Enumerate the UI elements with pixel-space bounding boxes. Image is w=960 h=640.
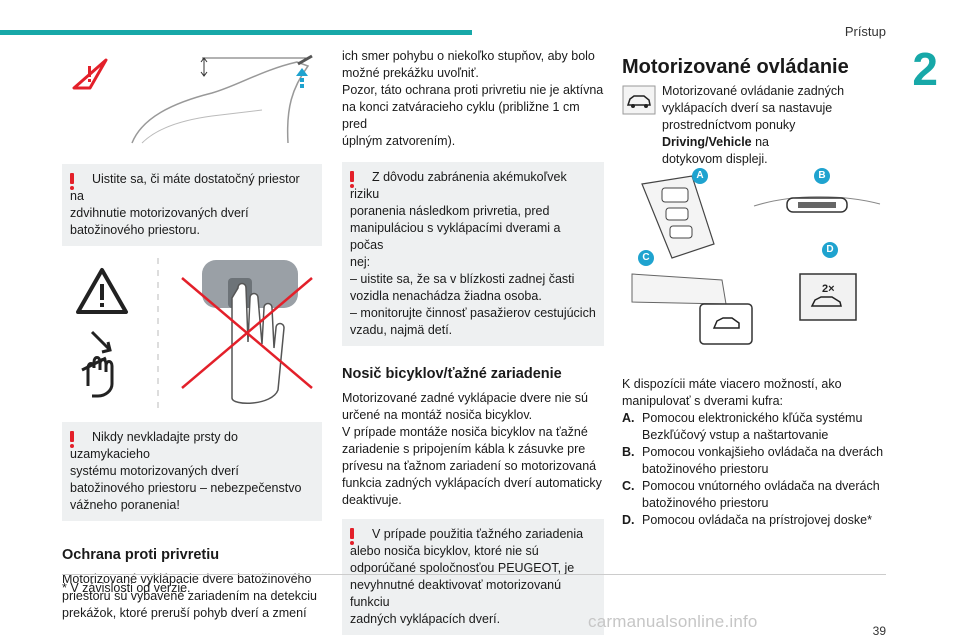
bike-carrier-text: Motorizované zadné vyklápacie dvere nie …: [342, 391, 602, 507]
finger-pinch-warning-illustration: [76, 258, 313, 408]
warning-triangle-icon: [72, 58, 108, 90]
dashboard-switch-illustration: 2×: [799, 273, 857, 321]
page-number: 39: [872, 624, 886, 638]
warning-pinch: Nikdy nevkladajte prsty do uzamykacieho …: [62, 422, 322, 521]
warning-clearance: Uistite sa, či máte dostatočný priestor …: [62, 164, 322, 246]
option-b: B.Pomocou vonkajšieho ovládača na dverác…: [622, 445, 884, 476]
exclamation-icon: [70, 173, 74, 190]
tailgate-menu-icon: [622, 85, 656, 115]
footnote: * V závislosti od verzie.: [62, 581, 191, 595]
column-right: Motorizované ovládanie Motorizované ovlá…: [622, 48, 884, 529]
options-list: A.Pomocou elektronického kľúča systému B…: [622, 410, 884, 529]
exclamation-icon: [350, 528, 354, 545]
warning-triangle-icon: [76, 268, 128, 314]
exterior-switch-illustration: [753, 196, 881, 213]
control-locations-diagram: 2×: [631, 175, 881, 345]
watermark: carmanualsonline.info: [588, 612, 758, 631]
heading-anti-pinch: Ochrana proti privretiu: [62, 547, 220, 563]
chapter-number: 2: [912, 43, 938, 95]
exclamation-icon: [350, 171, 354, 188]
hand-press-icon: [81, 330, 114, 398]
label-c: C: [638, 250, 654, 266]
option-c: C.Pomocou vnútorného ovládača na dverách…: [622, 479, 880, 510]
electronic-key-illustration: [641, 175, 715, 259]
label-b: B: [814, 168, 830, 184]
top-accent-bar: [0, 30, 472, 35]
option-d: D.Pomocou ovládača na prístrojovej doske…: [622, 513, 872, 527]
label-d: D: [822, 242, 838, 258]
heading-bike-carrier: Nosič bicyklov/ťažné zariadenie: [342, 366, 562, 382]
interior-switch-illustration: [631, 273, 753, 345]
intro-text: Motorizované ovládanie zadných vyklápací…: [662, 84, 845, 132]
warning-bike-carrier: V prípade použitia ťažného zariadenia al…: [342, 519, 604, 635]
exclamation-icon: [70, 431, 74, 448]
column-left: Uistite sa, či máte dostatočný priestor …: [62, 48, 322, 622]
intro-menu-name: Driving/Vehicle: [662, 135, 752, 149]
section-title: Prístup: [844, 24, 886, 39]
column-middle: ich smer pohybu o niekoľko stupňov, aby …: [342, 48, 604, 635]
car-tailgate-clearance-illustration: [72, 54, 313, 144]
intro-block: Motorizované ovládanie zadných vyklápací…: [622, 83, 884, 168]
anti-pinch-text: Motorizované vyklápacie dvere batožinové…: [62, 572, 318, 620]
options-intro: K dispozícii máte viacero možností, ako …: [622, 377, 842, 408]
display-text: 2×: [822, 283, 835, 295]
label-a: A: [692, 168, 708, 184]
intro-text-end: na dotykovom displeji.: [662, 135, 770, 166]
option-a: A.Pomocou elektronického kľúča systému B…: [622, 411, 863, 442]
heading-motorized-control: Motorizované ovládanie: [622, 56, 849, 78]
warning-anti-pinch: Z dôvodu zabránenia akémukoľvek riziku p…: [342, 162, 604, 346]
footer-divider: [62, 574, 886, 575]
anti-pinch-text-continued: ich smer pohybu o niekoľko stupňov, aby …: [342, 49, 604, 148]
